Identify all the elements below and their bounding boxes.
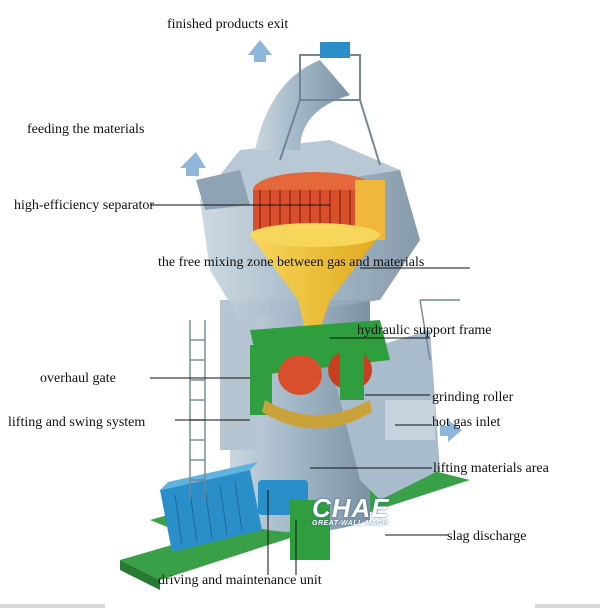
feed-arrow-icon (180, 152, 206, 176)
label-separator: high-efficiency separator (14, 198, 155, 213)
label-driving-maintenance-unit: driving and maintenance unit (158, 573, 322, 588)
logo-brand: CHAE (312, 493, 390, 523)
guide-cone (250, 223, 380, 330)
leader-lines (150, 204, 470, 575)
label-slag-discharge: slag discharge (447, 529, 527, 544)
flow-arrows (180, 40, 462, 442)
exit-duct (255, 42, 381, 166)
label-finished-products-exit: finished products exit (167, 17, 289, 32)
label-hot-gas-inlet: hot gas inlet (432, 415, 501, 430)
drive-train (258, 480, 330, 560)
label-grinding-roller: grinding roller (432, 390, 514, 405)
label-lifting-swing-system: lifting and swing system (8, 415, 146, 430)
motor (160, 462, 262, 552)
label-lifting-materials-area: lifting materials area (433, 461, 549, 476)
logo-tagline: GREAT-WALL MACH (312, 520, 389, 527)
bottom-edge-left (0, 604, 105, 608)
hot-gas-arrow-icon (440, 420, 462, 442)
label-overhaul-gate: overhaul gate (40, 371, 116, 386)
grinding-assembly (250, 320, 390, 429)
brand-logo: CHAE GREAT-WALL MACH (312, 493, 390, 527)
exit-arrow-icon (248, 40, 272, 62)
label-mixing-zone: the free mixing zone between gas and mat… (158, 255, 425, 270)
label-hydraulic-frame: hydraulic support frame (357, 323, 492, 338)
label-feeding-materials: feeding the materials (27, 122, 145, 137)
bottom-edge-right (535, 604, 600, 608)
